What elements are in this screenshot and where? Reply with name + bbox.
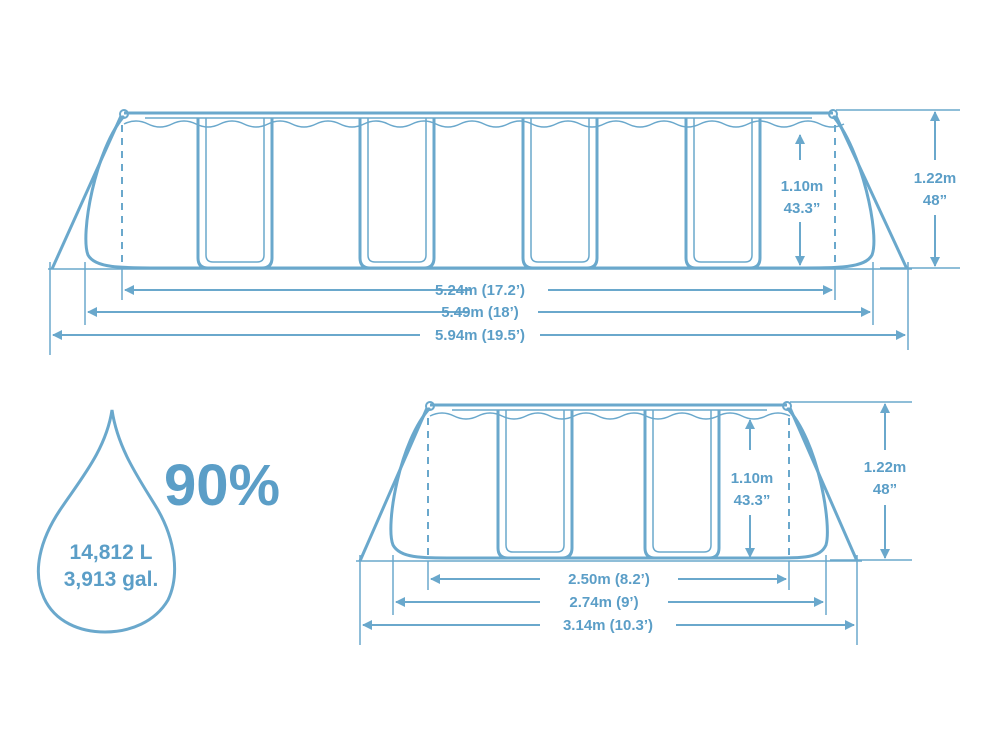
small-height-in: 48”	[873, 481, 897, 498]
large-height-m: 1.22m	[914, 170, 957, 187]
small-height-m: 1.22m	[864, 459, 907, 476]
water-drop-icon	[36, 409, 177, 634]
large-width-overall: 5.94m (19.5’)	[435, 327, 525, 344]
small-pool-dimensions: 1.10m 43.3” 1.22m 48” 2.50m (8.2’) 2.74m…	[359, 401, 912, 645]
large-width-frame: 5.49m (18’)	[441, 304, 519, 321]
large-depth-m: 1.10m	[781, 178, 824, 195]
large-pool-dimensions: 1.10m 43.3” 1.22m 48” 5.24m (17.2’) 5.49…	[49, 109, 960, 355]
small-width-frame: 2.74m (9’)	[569, 594, 638, 611]
fill-percent: 90%	[164, 453, 280, 518]
small-depth-in: 43.3”	[734, 492, 771, 509]
large-depth-in: 43.3”	[784, 200, 821, 217]
large-height-in: 48”	[923, 192, 947, 209]
large-width-inner: 5.24m (17.2’)	[435, 282, 525, 299]
small-pool-drawing	[356, 401, 862, 562]
small-width-inner: 2.50m (8.2’)	[568, 571, 650, 588]
capacity-gallons: 3,913 gal.	[64, 568, 159, 591]
small-width-overall: 3.14m (10.3’)	[563, 617, 653, 634]
small-depth-m: 1.10m	[731, 470, 774, 487]
large-pool-drawing	[48, 109, 912, 270]
capacity-liters: 14,812 L	[70, 541, 153, 564]
